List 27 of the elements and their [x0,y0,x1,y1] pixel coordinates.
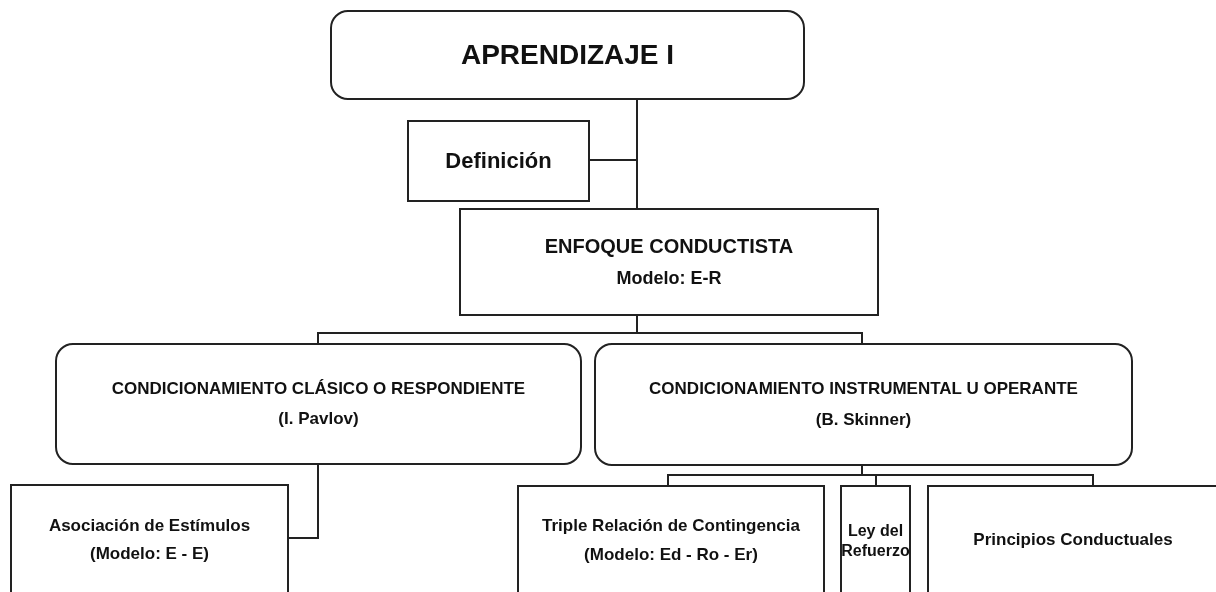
node-title: ENFOQUE CONDUCTISTA [544,234,794,259]
node-subtitle: (Modelo: E - E) [90,544,209,565]
concept-box [407,120,590,202]
connector-line [861,465,1094,486]
concept-box [10,484,289,592]
node-title: Principios Conductuales [973,530,1173,551]
concept-box [517,485,825,592]
node-title: APRENDIZAJE I [460,38,675,72]
rounded-box [55,343,582,465]
node-title: Asociación de Estímulos [48,515,251,536]
node-title: CONDICIONAMIENTO CLÁSICO O RESPONDIENTE [111,378,526,399]
connector-line [288,464,319,539]
connector-line [636,99,638,209]
node-title: Triple Relación de Contingencia [542,516,800,537]
node-subtitle: (B. Skinner) [815,409,912,430]
node-title: CONDICIONAMIENTO INSTRUMENTAL U OPERANTE [649,379,1078,400]
connector-line [636,315,863,344]
rounded-box [330,10,805,100]
node-title: Definición [445,147,552,175]
node-subtitle: (I. Pavlov) [278,409,359,430]
concept-box [459,208,879,316]
concept-box [840,485,911,592]
concept-box [927,485,1216,592]
node-title: Ley del Refuerzo [841,521,910,560]
rounded-box [594,343,1133,466]
node-subtitle: (Modelo: Ed - Ro - Er) [584,544,758,565]
node-subtitle: Modelo: E-R [616,268,722,290]
